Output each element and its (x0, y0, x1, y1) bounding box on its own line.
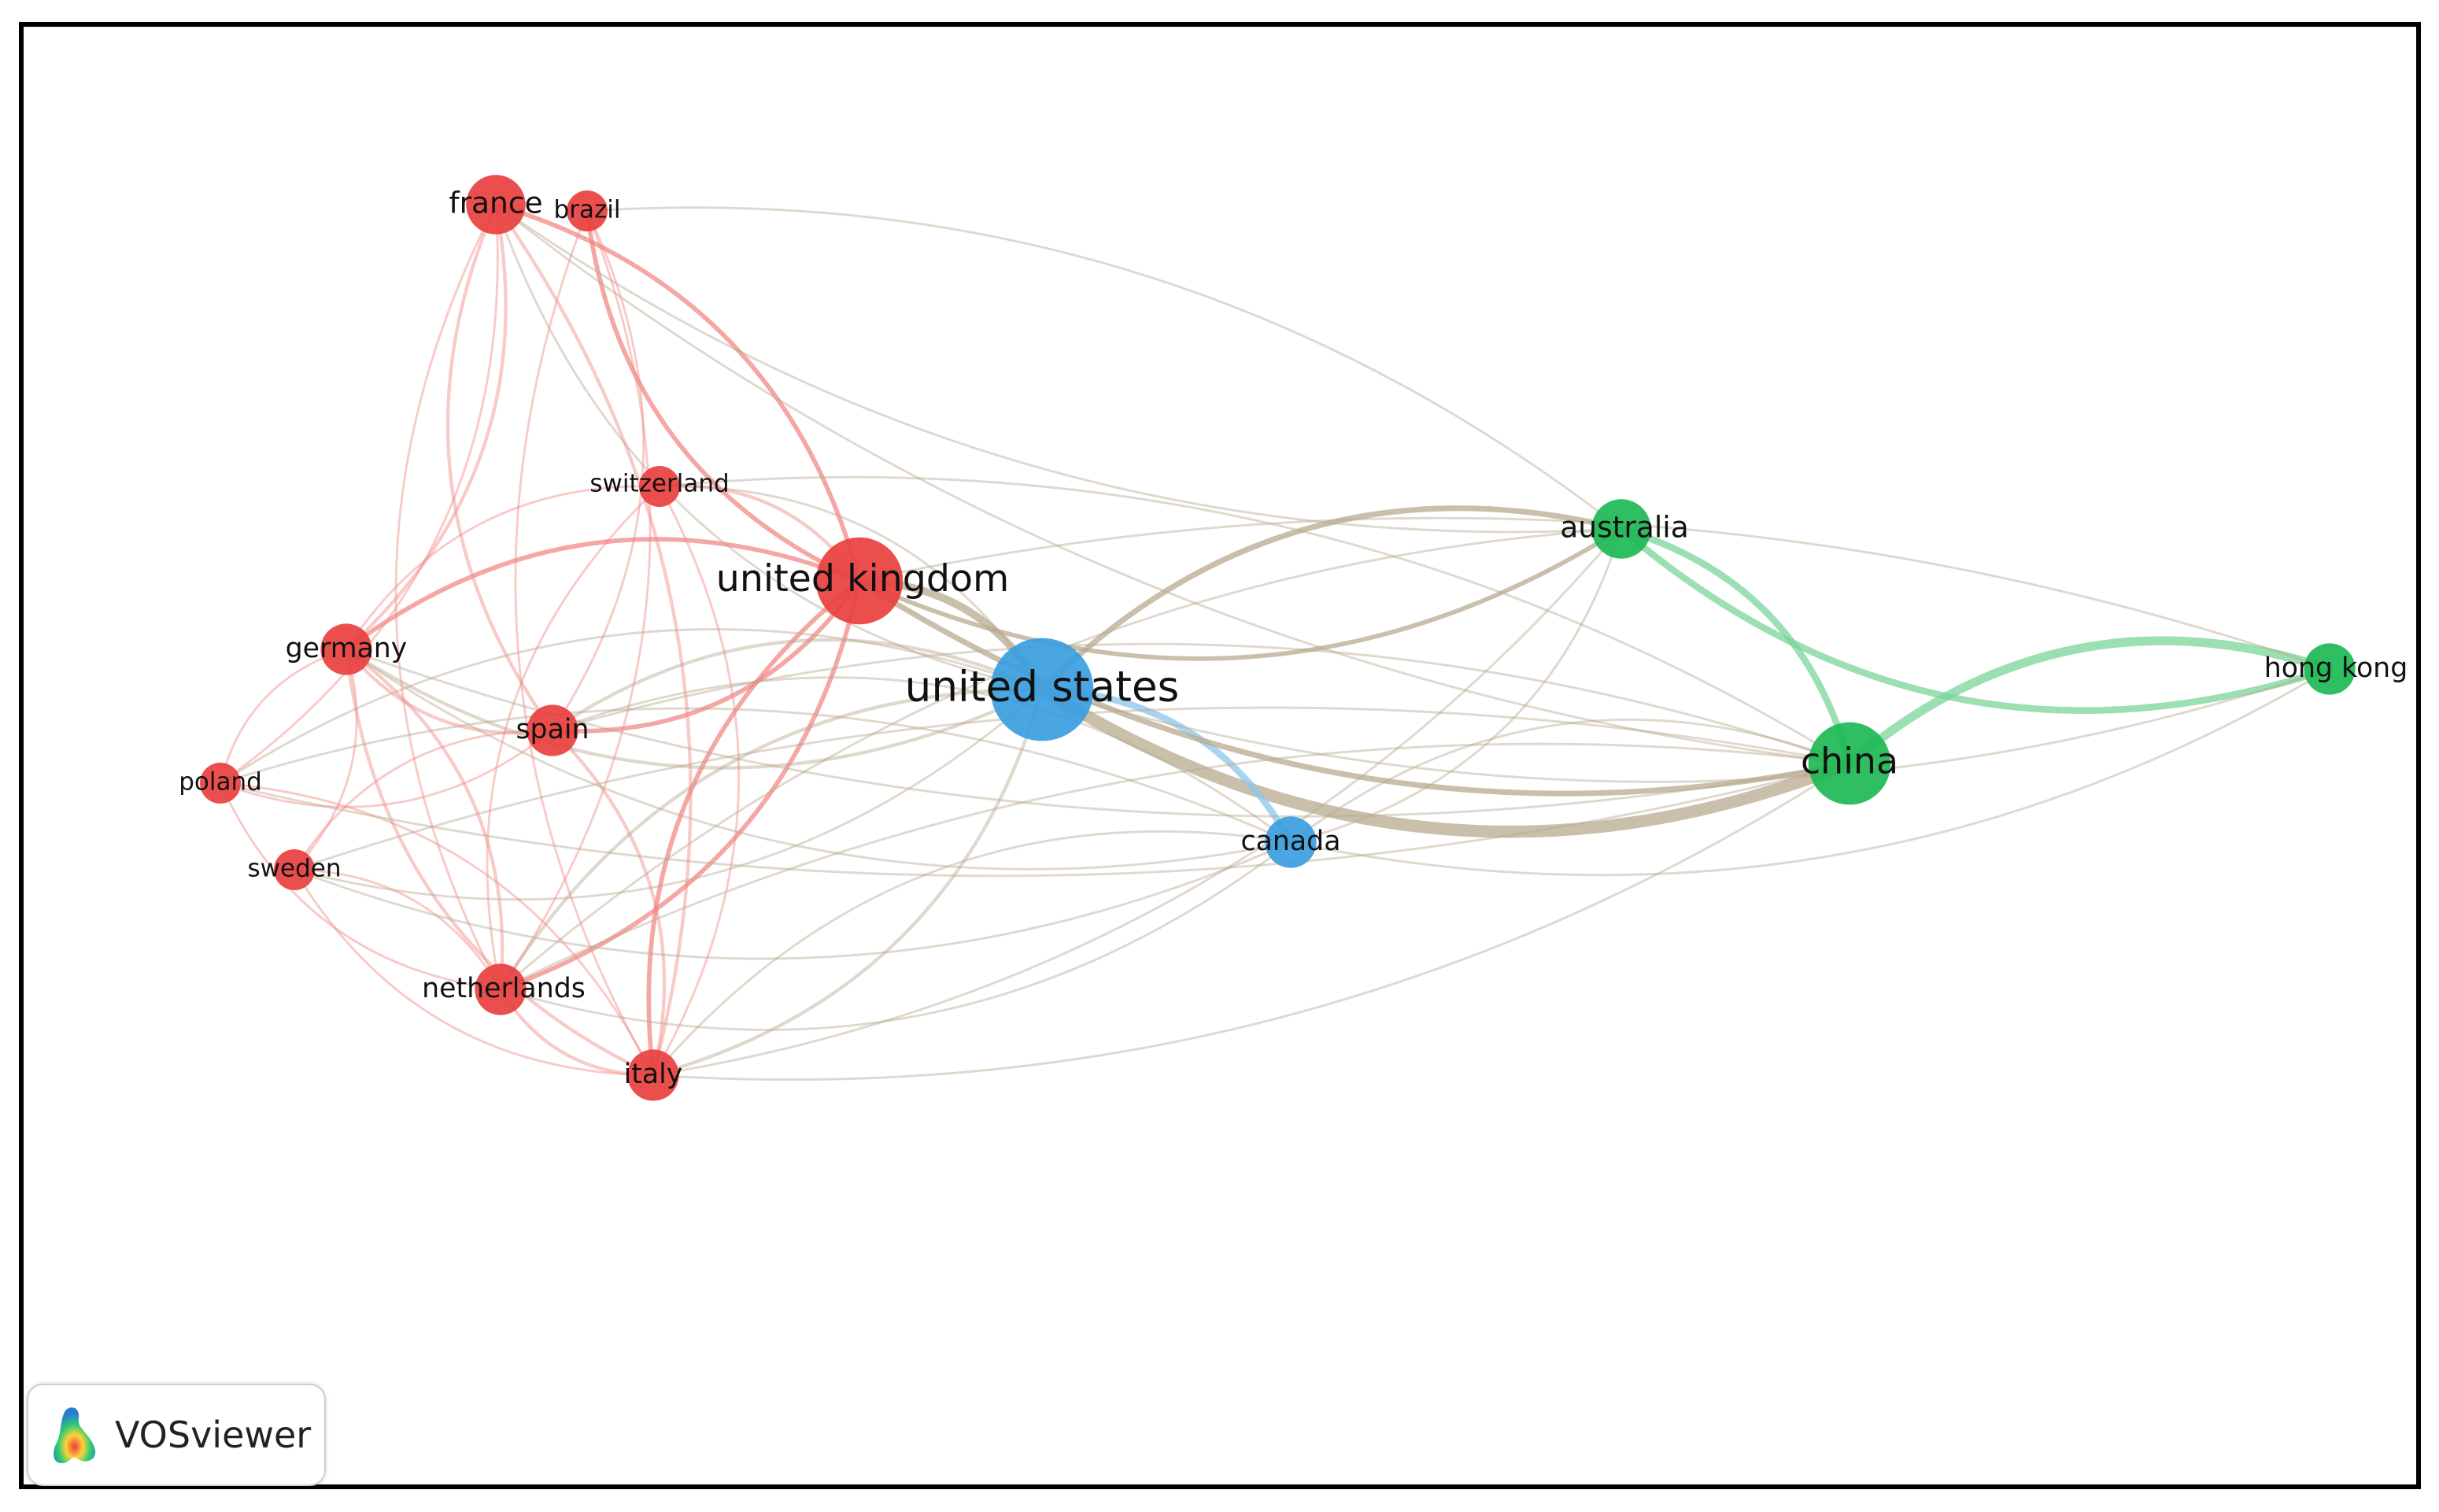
node-label-brazil: brazil (554, 196, 621, 224)
node-label-canada: canada (1241, 826, 1341, 857)
link-switzerland-italy (652, 485, 741, 1077)
link-italy-united-states (651, 687, 1044, 1078)
vosviewer-logo-icon (54, 1407, 96, 1463)
node-label-netherlands: netherlands (422, 973, 586, 1004)
link-brazil-italy (514, 209, 655, 1077)
node-australia[interactable] (1591, 499, 1651, 559)
node-switzerland[interactable] (639, 466, 680, 507)
node-label-italy: italy (624, 1059, 683, 1090)
link-france-netherlands (394, 203, 502, 991)
links-layer (219, 202, 2334, 1081)
link-switzerland-china (658, 475, 1851, 765)
link-poland-netherlands (219, 782, 502, 991)
nodes-layer (200, 175, 2356, 1101)
link-netherlands-china (499, 742, 1851, 991)
link-sweden-united-states (293, 688, 1044, 901)
node-spain[interactable] (527, 704, 578, 756)
link-spain-italy (550, 728, 667, 1078)
link-brazil-netherlands (499, 209, 652, 991)
link-poland-canada (219, 707, 1292, 844)
node-label-poland: poland (179, 768, 262, 797)
node-united-kingdom[interactable] (815, 537, 904, 625)
link-france-united-states (494, 203, 1044, 691)
link-netherlands-united-states (498, 687, 1044, 992)
link-brazil-united-kingdom (585, 209, 862, 583)
link-poland-spain (219, 729, 554, 808)
labels-layer: france brazil switzerland united kingdom ger… (179, 186, 2408, 1091)
node-label-sweden: sweden (248, 855, 342, 883)
link-france-australia (494, 203, 1623, 534)
node-canada[interactable] (1265, 816, 1317, 868)
node-label-switzerland: switzerland (589, 470, 729, 498)
vosviewer-badge[interactable]: VOSviewer (27, 1384, 326, 1486)
link-australia-hong-kong (1617, 525, 2334, 714)
node-label-spain: spain (516, 714, 589, 745)
link-spain-canada (551, 676, 1292, 844)
link-spain-united-states (550, 638, 1044, 733)
link-italy-united-kingdom (646, 579, 862, 1078)
link-france-united-kingdom (493, 202, 862, 583)
link-switzerland-united-states (658, 485, 1044, 691)
link-italy-china (652, 762, 1851, 1081)
node-china[interactable] (1808, 722, 1891, 805)
node-label-australia: australia (1560, 510, 1689, 545)
link-germany-canada (345, 648, 1292, 871)
link-france-poland (219, 203, 499, 785)
link-canada-australia (1289, 527, 1623, 844)
link-australia-china (1617, 525, 1853, 767)
node-label-united-states: united states (905, 663, 1180, 712)
link-poland-united-states (219, 628, 1044, 785)
link-united-states-hong-kong (1040, 667, 2331, 783)
link-spain-china (551, 642, 1851, 765)
node-germany[interactable] (320, 623, 372, 675)
link-france-italy (493, 202, 693, 1078)
link-united-states-australia (1039, 505, 1624, 693)
link-canada-china (1289, 718, 1851, 844)
link-netherlands-canada (499, 841, 1292, 1031)
link-united-kingdom-china (856, 578, 1853, 797)
node-united-states[interactable] (990, 638, 1094, 741)
link-brazil-australia (586, 206, 1623, 530)
link-germany-united-states (344, 647, 1044, 770)
node-brazil[interactable] (567, 190, 608, 231)
link-germany-italy (344, 647, 656, 1078)
node-label-china: china (1801, 740, 1898, 782)
link-netherlands-united-kingdom (498, 579, 862, 992)
link-italy-canada (652, 830, 1292, 1077)
link-china-hong-kong (1845, 636, 2334, 768)
link-united-states-china (1036, 683, 1856, 838)
link-france-china (494, 203, 1851, 765)
node-poland[interactable] (200, 763, 241, 804)
node-netherlands[interactable] (475, 963, 527, 1015)
link-spain-united-kingdom (550, 579, 862, 734)
link-poland-china (219, 762, 1851, 878)
link-sweden-spain (293, 729, 554, 871)
link-switzerland-germany (345, 485, 661, 651)
vosviewer-label: VOSviewer (115, 1414, 312, 1456)
link-germany-united-kingdom (344, 537, 862, 652)
link-sweden-italy (293, 868, 655, 1077)
link-poland-italy (219, 782, 655, 1077)
node-label-germany: germany (286, 633, 408, 664)
link-france-germany (344, 202, 508, 652)
link-germany-poland (219, 648, 348, 785)
link-germany-sweden (293, 648, 358, 871)
link-germany-netherlands (344, 647, 504, 992)
link-germany-spain (344, 647, 555, 735)
node-label-united-kingdom: united kingdom (716, 557, 1009, 601)
node-sweden[interactable] (274, 849, 315, 890)
link-sweden-netherlands (293, 868, 502, 991)
link-sweden-canada (293, 841, 1292, 960)
link-canada-hong-kong (1289, 667, 2331, 877)
link-switzerland-netherlands (486, 485, 661, 991)
node-label-hong-kong: hong kong (2264, 652, 2408, 684)
node-italy[interactable] (627, 1049, 679, 1101)
node-france[interactable] (466, 175, 526, 235)
link-united-kingdom-australia (857, 527, 1624, 661)
node-hong-kong[interactable] (2304, 643, 2356, 695)
node-label-france: france (449, 186, 542, 220)
link-italy-australia (652, 527, 1623, 1077)
link-france-spain (445, 202, 555, 733)
